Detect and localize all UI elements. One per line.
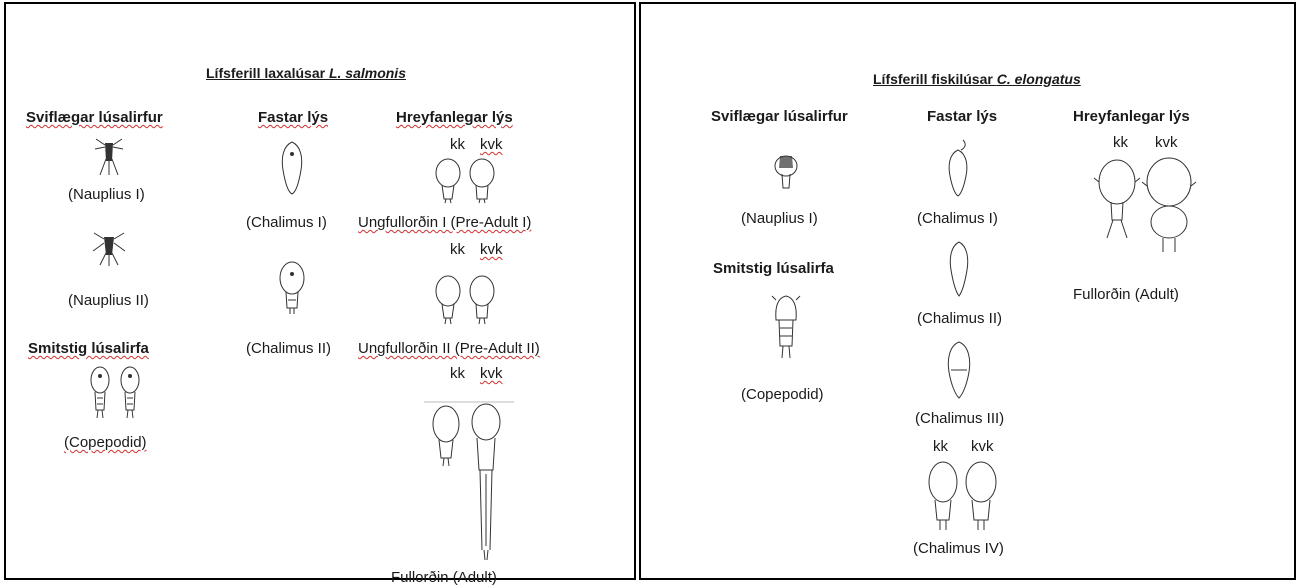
label-chalimus-2: (Chalimus II) (917, 310, 1003, 327)
label-copepodid: (Copepodid) (64, 434, 147, 451)
label-chalimus-1: (Chalimus I) (917, 210, 998, 227)
heading-planktonic-larvae: Sviflægar lúsalirfur (26, 109, 163, 126)
label-female-adult: kvk (1155, 134, 1178, 151)
label-nauplius-1: (Nauplius I) (741, 210, 818, 227)
heading-planktonic-larvae: Sviflægar lúsalirfur (711, 108, 848, 125)
pre-adult-2-illustration-pair (432, 274, 502, 325)
chalimus-1-illustration (945, 138, 971, 198)
nauplius-2-illustration (92, 229, 126, 267)
lice-lifecycle-panel-salmonis: Lífsferill laxalúsar L. salmonis Sviflæg… (4, 2, 636, 586)
species-name: C. elongatus (996, 71, 1081, 87)
label-chalimus-4: (Chalimus IV) (913, 540, 1004, 557)
heading-mobile-lice: Hreyfanlegar lýs (396, 109, 513, 126)
panel-title: Lífsferill fiskilúsar C. elongatus (873, 70, 1081, 88)
nauplius-1-illustration (94, 137, 124, 177)
chalimus-2-illustration (947, 240, 971, 298)
heading-attached-lice: Fastar lýs (927, 108, 998, 125)
label-male-2: kk (450, 241, 465, 258)
label-adult: Fullorðin (Adult) (1073, 286, 1179, 303)
nauplius-1-illustration (773, 152, 799, 192)
label-female-1: kvk (480, 136, 503, 153)
label-male-3: kk (450, 365, 465, 382)
label-male-adult: kk (1113, 134, 1128, 151)
panel-title: Lífsferill laxalúsar L. salmonis (206, 64, 406, 82)
title-text: Lífsferill fiskilúsar (873, 71, 997, 87)
label-male-1: kk (450, 136, 465, 153)
copepodid-illustration-pair (86, 366, 146, 422)
title-text: Lífsferill laxalúsar (206, 65, 329, 81)
chalimus-1-illustration (279, 140, 305, 196)
label-female-2: kvk (480, 241, 503, 258)
label-pre-adult-1: Ungfullorðin I (Pre-Adult I) (358, 214, 532, 231)
chalimus-4-illustration-pair (923, 460, 1003, 534)
chalimus-2-illustration (277, 260, 307, 316)
heading-infective-stage: Smitstig lúsalirfa (28, 340, 149, 357)
species-name: L. salmonis (328, 65, 406, 81)
lice-lifecycle-panel-elongatus: Lífsferill fiskilúsar C. elongatus Svifl… (639, 2, 1296, 580)
heading-mobile-lice: Hreyfanlegar lýs (1073, 108, 1190, 125)
label-chalimus-2: (Chalimus II) (246, 340, 332, 357)
pre-adult-1-illustration-pair (432, 157, 502, 204)
label-adult: Fullorðin (Adult) (391, 569, 497, 586)
label-copepodid: (Copepodid) (741, 386, 824, 403)
label-nauplius-1: (Nauplius I) (68, 186, 145, 203)
heading-attached-lice: Fastar lýs (258, 109, 329, 126)
chalimus-3-illustration (945, 340, 973, 402)
label-chalimus-1: (Chalimus I) (246, 214, 327, 231)
label-female-3: kvk (480, 365, 503, 382)
copepodid-illustration (771, 294, 801, 360)
adult-illustration-pair (1093, 156, 1203, 256)
label-nauplius-2: (Nauplius II) (68, 292, 149, 309)
label-pre-adult-2: Ungfullorðin II (Pre-Adult II) (358, 340, 540, 357)
label-chalimus-3: (Chalimus III) (915, 410, 1005, 427)
heading-infective-stage: Smitstig lúsalirfa (713, 260, 834, 277)
label-female-chalimus-4: kvk (971, 438, 994, 455)
label-male-chalimus-4: kk (933, 438, 948, 455)
adult-illustration-pair (424, 400, 514, 561)
